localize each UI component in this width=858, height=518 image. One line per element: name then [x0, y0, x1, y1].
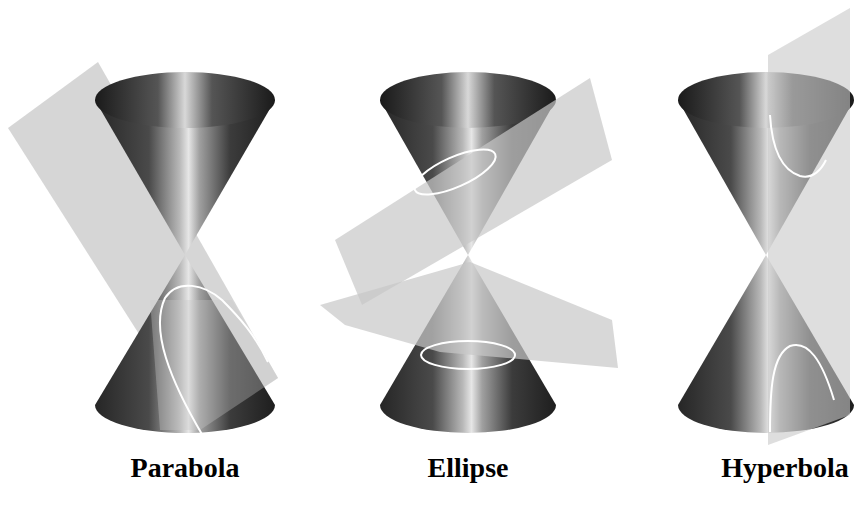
- double-cone: [678, 8, 854, 445]
- hyperbola-branch: [770, 115, 826, 177]
- cutting-plane: [768, 8, 850, 445]
- ellipse-curve: [409, 140, 502, 203]
- conic-name: Parabola: [131, 452, 240, 484]
- conic-name: Hyperbola: [721, 452, 849, 484]
- double-cone: [8, 62, 278, 436]
- hyperbola-branch: [770, 345, 834, 432]
- cutting-plane: [320, 262, 618, 368]
- conic-name: Ellipse: [428, 452, 509, 484]
- double-cone: [320, 72, 618, 433]
- circle-curve: [421, 341, 515, 369]
- parabola-curve: [160, 286, 268, 436]
